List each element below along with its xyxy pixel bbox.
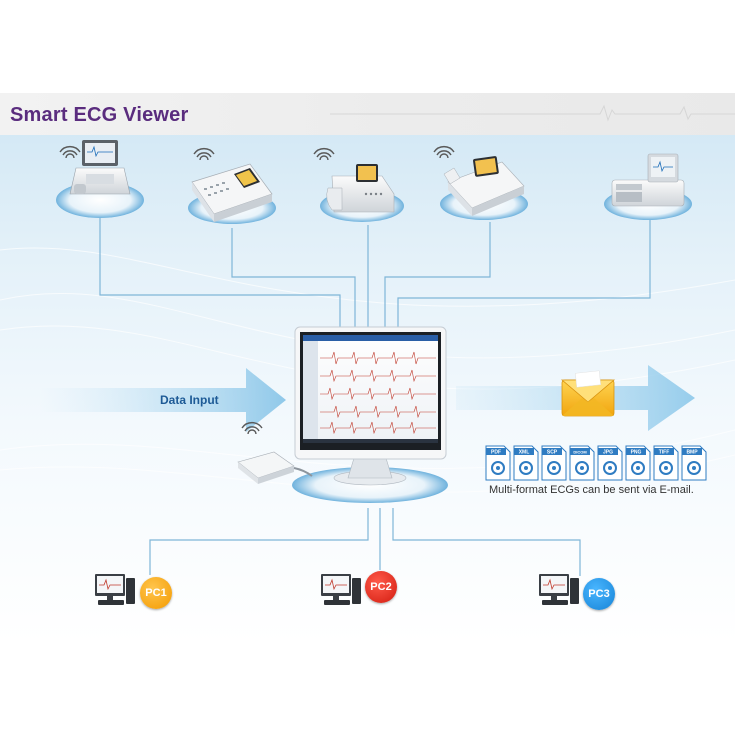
connector-device-4 (385, 222, 490, 330)
file-format-label: SCP (547, 450, 558, 456)
file-format-label: BMP (686, 450, 698, 456)
wifi-icon (314, 149, 334, 160)
ecg-cart-laptop-icon (70, 140, 130, 194)
file-format-label: TIFF (659, 450, 670, 456)
wifi-icon (434, 147, 454, 158)
device-5 (604, 154, 692, 220)
device-2 (188, 149, 276, 224)
pc2-badge: PC2 (365, 571, 397, 603)
file-format-label: DICOM (573, 450, 587, 455)
ecg-portable-icon (327, 164, 394, 212)
file-format-jpg-icon: JPG (598, 446, 622, 480)
desktop-pc-icon (321, 574, 361, 605)
file-format-icons: PDF XML SCP DICOM JPG PNG TIFF BMP (486, 446, 706, 480)
connector-device-5 (398, 218, 650, 330)
file-format-bmp-icon: BMP (682, 446, 706, 480)
desktop-pc-icon (539, 574, 579, 605)
header-ecg-trace (330, 106, 735, 120)
connector-pc-1 (150, 508, 368, 575)
wifi-icon (60, 147, 80, 158)
pc-1 (95, 574, 135, 605)
device-connectors (100, 215, 650, 330)
file-format-tiff-icon: TIFF (654, 446, 678, 480)
file-format-label: PNG (631, 450, 642, 456)
connector-device-1 (100, 215, 340, 330)
pc-connectors (150, 508, 580, 576)
page-title: Smart ECG Viewer (10, 104, 188, 127)
file-format-label: JPG (603, 450, 613, 456)
file-format-label: PDF (491, 450, 501, 456)
pc-2 (321, 574, 361, 605)
wifi-icon (194, 149, 214, 160)
pc-3 (539, 574, 579, 605)
file-format-pdf-icon: PDF (486, 446, 510, 480)
file-format-scp-icon: SCP (542, 446, 566, 480)
ecg-twelve-channel-icon (612, 154, 684, 206)
file-format-dicom-icon: DICOM (570, 446, 594, 480)
desktop-pc-icon (95, 574, 135, 605)
file-format-xml-icon: XML (514, 446, 538, 480)
pc3-badge: PC3 (583, 578, 615, 610)
file-format-label: XML (519, 450, 530, 456)
pc1-badge: PC1 (140, 577, 172, 609)
connector-device-2 (232, 228, 355, 330)
email-caption: Multi-format ECGs can be sent via E-mail… (489, 484, 694, 496)
monitor-screen (303, 335, 438, 441)
device-3 (314, 149, 404, 222)
data-input-label: Data Input (160, 393, 219, 407)
connector-pc-3 (393, 508, 580, 576)
email-envelope-icon (562, 371, 614, 416)
file-format-png-icon: PNG (626, 446, 650, 480)
monitor (292, 327, 448, 503)
device-4 (434, 147, 528, 220)
device-1 (56, 140, 144, 218)
